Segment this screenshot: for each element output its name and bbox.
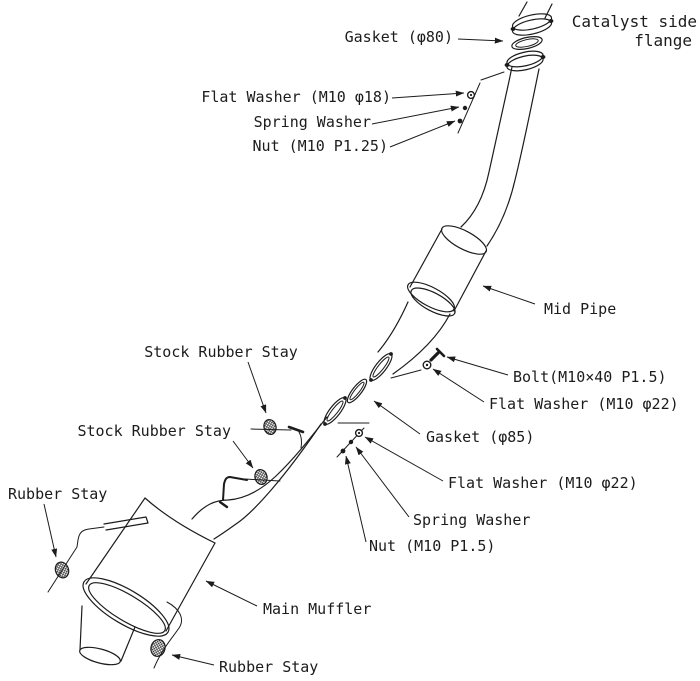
label-spring-washer-top: Spring Washer	[254, 113, 371, 131]
label-nut-bottom: Nut (M10 P1.5)	[369, 537, 495, 555]
label-rubber-stay-left: Rubber Stay	[8, 485, 107, 503]
label-bolt: Bolt(M10×40 P1.5)	[513, 368, 667, 386]
label-mid-pipe: Mid Pipe	[544, 300, 616, 318]
labels: Catalyst side flange Gasket (φ80) Flat W…	[8, 12, 697, 676]
label-flat-washer-18: Flat Washer (M10 φ18)	[201, 88, 391, 106]
main-muffler-part	[82, 497, 216, 637]
front-pipe-part	[460, 66, 540, 247]
label-stock-rubber-stay-lower: Stock Rubber Stay	[77, 422, 231, 440]
rubber-stay-left-part	[47, 516, 149, 593]
mid-pipe-part	[377, 225, 488, 375]
label-gasket-85: Gasket (φ85)	[426, 428, 534, 446]
label-stock-rubber-stay-upper: Stock Rubber Stay	[144, 343, 298, 361]
gasket-85-part	[346, 378, 368, 404]
muffler-inlet-pipe-part	[191, 416, 328, 540]
label-flat-washer-22-lower: Flat Washer (M10 φ22)	[448, 474, 638, 492]
label-main-muffler: Main Muffler	[263, 600, 371, 618]
label-nut-top: Nut (M10 P1.25)	[253, 137, 388, 155]
downpipe-flange-part	[504, 50, 546, 72]
gasket-80-part	[511, 36, 543, 50]
label-catalyst-side-flange-2: flange	[634, 31, 692, 50]
leader-lines	[43, 37, 536, 666]
stock-rubber-stay-upper-part	[250, 418, 305, 449]
joint-flange-upper-part	[369, 352, 393, 382]
label-spring-washer-bottom: Spring Washer	[413, 511, 530, 529]
label-flat-washer-22-upper: Flat Washer (M10 φ22)	[489, 395, 679, 413]
bolt-part	[390, 347, 446, 379]
catalyst-side-flange-part	[510, 1, 554, 36]
label-catalyst-side-flange-1: Catalyst side	[572, 12, 697, 31]
label-rubber-stay-bottom: Rubber Stay	[219, 658, 318, 676]
stock-rubber-stay-lower-part	[218, 468, 281, 509]
tailpipe-part	[79, 605, 136, 666]
rubber-stay-bottom-part	[150, 601, 182, 669]
catalyst-fastener-stack	[457, 71, 505, 134]
label-gasket-80: Gasket (φ80)	[345, 28, 453, 46]
joint-flange-lower-part	[323, 396, 347, 426]
joint-fastener-stack	[336, 422, 370, 458]
